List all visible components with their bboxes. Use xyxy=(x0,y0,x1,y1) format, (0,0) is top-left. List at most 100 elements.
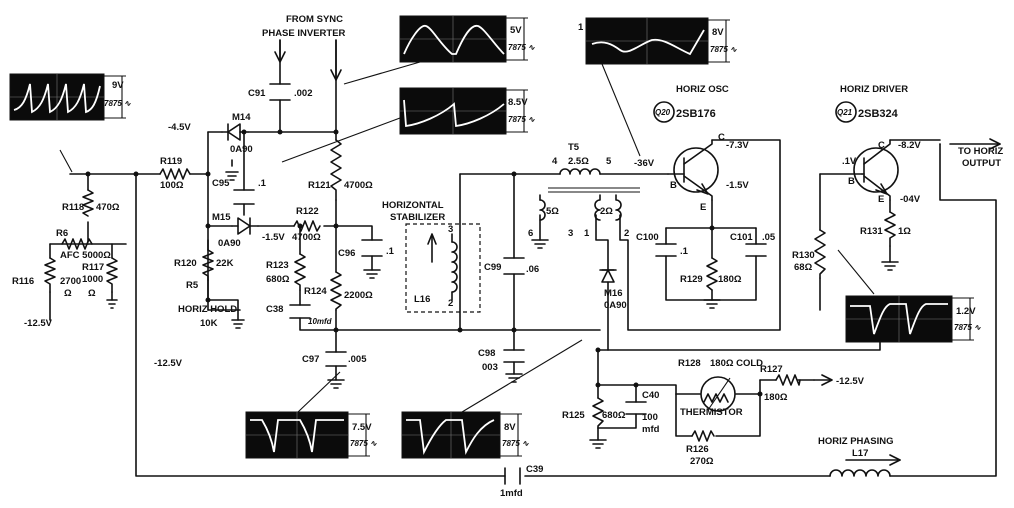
wave-1-volt: 9V xyxy=(112,80,124,91)
r118-zigzag xyxy=(82,189,94,217)
output-label-1: TO HORIZ xyxy=(958,146,1003,157)
r126-label: R126 xyxy=(686,444,709,455)
r124-value: 2200Ω xyxy=(344,290,373,301)
wave-2-freq: 7875 ∿ xyxy=(508,43,535,52)
r116-unit: Ω xyxy=(64,288,72,299)
c97-label: C97 xyxy=(302,354,319,365)
m15-diode xyxy=(231,217,259,235)
wave-3-volt: 8.5V xyxy=(508,97,528,108)
m16-part: 0A90 xyxy=(604,300,627,311)
c98-capacitor xyxy=(503,349,525,363)
transistor-labels: Q20 2SB176 C -7.3V E -1.5V B -36V Q21 2S… xyxy=(634,101,921,213)
c98-label: C98 xyxy=(478,348,495,359)
phasing-label: HORIZ PHASING xyxy=(818,436,893,447)
c99-label: C99 xyxy=(484,262,501,273)
resistors xyxy=(44,139,896,442)
c38-label: C38 xyxy=(266,304,283,315)
m15-label: M15 xyxy=(212,212,231,223)
c100-label: C100 xyxy=(636,232,659,243)
t5-pin-3: 3 xyxy=(568,228,573,239)
r124-zigzag xyxy=(330,271,342,311)
l16-pin-3: 3 xyxy=(448,224,453,235)
waveform-scope-4: 1 8V 7875 ∿ xyxy=(578,17,737,157)
sync-label-2: PHASE INVERTER xyxy=(262,28,346,39)
r5-value: HORIZ HOLD xyxy=(178,304,237,315)
r119-label: R119 xyxy=(160,156,182,167)
wave-7-freq: 7875 ∿ xyxy=(502,439,529,448)
c95-capacitor xyxy=(233,189,255,205)
c98-value: 003 xyxy=(482,362,498,373)
wave-7-volt: 8V xyxy=(504,422,516,433)
q21-b-label: B xyxy=(848,176,855,187)
wave-5-freq: 7875 ∿ xyxy=(954,323,981,332)
t5-sec-b: 2Ω xyxy=(600,206,613,217)
r119-value: 100Ω xyxy=(160,180,184,191)
c97-capacitor xyxy=(325,351,347,367)
t5-pin-1: 1 xyxy=(584,228,590,239)
r119-zigzag xyxy=(159,168,191,180)
r117-zigzag xyxy=(106,257,118,293)
c95-value: .1 xyxy=(258,178,267,189)
r121-value: 4700Ω xyxy=(344,180,373,191)
m14-label: M14 xyxy=(232,112,251,123)
r118-value: 470Ω xyxy=(96,202,120,213)
osc-label: HORIZ OSC xyxy=(676,84,729,95)
r125-value: 680Ω xyxy=(602,410,626,421)
thermistor-r128 xyxy=(700,376,736,412)
t5-pin-5: 5 xyxy=(606,156,612,167)
c39-value: 1mfd xyxy=(500,488,523,499)
wave-3-freq: 7875 ∿ xyxy=(508,115,535,124)
r5-volt: -12.5V xyxy=(154,358,183,369)
m16-label: M16 xyxy=(604,288,622,299)
m16-diode xyxy=(599,269,617,283)
t5-label: T5 xyxy=(568,142,580,153)
r128-value: 180Ω COLD xyxy=(710,358,763,369)
output-label-2: OUTPUT xyxy=(962,158,1001,169)
c96-label: C96 xyxy=(338,248,355,259)
r131-label: R131 xyxy=(860,226,883,237)
wave-4-volt: 8V xyxy=(712,27,724,38)
r127-label: R127 xyxy=(760,364,783,375)
transformer-t5 xyxy=(539,168,640,221)
c38-value: 10mfd xyxy=(308,317,333,326)
driver-label: HORIZ DRIVER xyxy=(840,84,908,95)
c101-label: C101 xyxy=(730,232,753,243)
stabilizer-label-1: HORIZONTAL xyxy=(382,200,444,211)
header-labels: FROM SYNC PHASE INVERTER HORIZ OSC HORIZ… xyxy=(262,14,1003,447)
r123-value: 680Ω xyxy=(266,274,290,285)
q20-part: 2SB176 xyxy=(676,108,716,120)
r120-label: R120 xyxy=(174,258,197,269)
c97-value: .005 xyxy=(348,354,367,365)
waveform-scope-7: 8V 7875 ∿ xyxy=(401,339,583,459)
m15-volt: -1.5V xyxy=(262,232,285,243)
r127-value: 180Ω xyxy=(764,392,788,403)
q20-c-label: C xyxy=(718,132,725,143)
m14-diode xyxy=(221,123,249,141)
sync-label-1: FROM SYNC xyxy=(286,14,343,25)
c96-capacitor xyxy=(361,239,383,257)
c101-value: .05 xyxy=(762,232,776,243)
r120-value: 22K xyxy=(216,258,234,269)
diodes xyxy=(221,123,617,283)
r122-value: 4700Ω xyxy=(292,232,321,243)
r118-label: R118 xyxy=(62,202,84,213)
q20-e-label: E xyxy=(700,202,706,213)
l17-label: L17 xyxy=(852,448,868,459)
junctions xyxy=(85,129,763,397)
r127-volt: -12.5V xyxy=(836,376,865,387)
q21-e-label: E xyxy=(878,194,884,205)
c40-capacitor xyxy=(625,401,647,415)
c100-capacitor xyxy=(655,243,677,257)
wave-6-freq: 7875 ∿ xyxy=(350,439,377,448)
c40-unit: mfd xyxy=(642,424,660,435)
t5-value: 2.5Ω xyxy=(568,156,589,167)
c101-capacitor xyxy=(745,243,767,257)
inductor-l17 xyxy=(829,469,891,477)
wave-4-tag: 1 xyxy=(578,22,584,33)
capacitors xyxy=(233,83,767,485)
r6-value: AFC 5000Ω xyxy=(60,250,111,261)
c95-label: C95 xyxy=(212,178,230,189)
m14-volt: -4.5V xyxy=(168,122,191,133)
r130-label: R130 xyxy=(792,250,815,261)
r129-value: 180Ω xyxy=(718,274,742,285)
